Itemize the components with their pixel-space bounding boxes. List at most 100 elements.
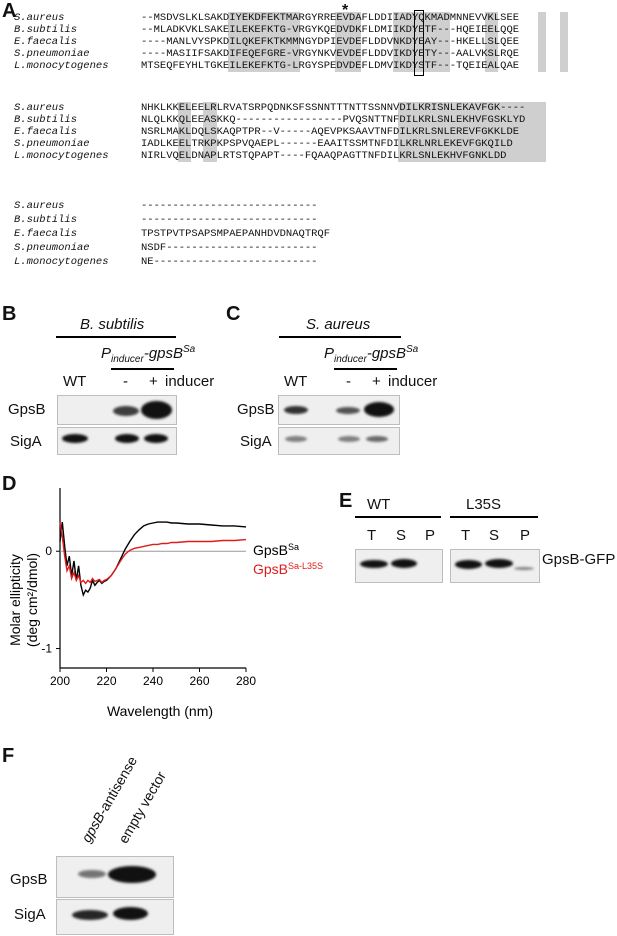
band (113, 406, 139, 416)
band (115, 434, 139, 443)
panel-label-d: D (2, 473, 17, 495)
y-tick-label: -1 (41, 642, 52, 656)
alignment: S.aureus --MSDVSLKLSAKDIYEKDFEKTMARGYRREE… (0, 0, 617, 290)
protein-label: GpsB-GFP (542, 551, 616, 568)
x-tick-label: 240 (143, 674, 163, 688)
species-name: B.subtilis (14, 24, 78, 36)
sequence: NHKLKKELEELRLRVATSRPQDNKSFSSNNTTTNTTSSNN… (141, 102, 526, 114)
panel-label-b: B (2, 303, 17, 325)
row-label-gpsb: GpsB (8, 401, 46, 418)
row-label-siga: SigA (10, 433, 42, 450)
cd-spectrum-chart: 200 220 240 260 280 -1 0 Wavelength (nm) Molar… (7, 488, 323, 719)
sequence: IADLKEELTRKPKPSPVQAEPL------EAAITSSMTNFD… (141, 138, 513, 150)
lane-label: T (461, 527, 471, 544)
row-label-gpsb: GpsB (10, 871, 48, 888)
lane-plus: + (372, 373, 381, 390)
lane-label: T (367, 527, 377, 544)
band (141, 401, 172, 419)
band (366, 436, 388, 442)
group-label-wt: WT (367, 496, 391, 513)
species-name: S.pneumoniae (14, 48, 90, 60)
sequence: ----MANLVYSPKDILQKEFKTKMMNGYDPIEVDEFLDDV… (141, 36, 520, 48)
band (360, 560, 388, 568)
species-name: S.aureus (14, 200, 65, 212)
species-title: B. subtilis (80, 316, 145, 333)
band (144, 434, 168, 443)
lane-minus: - (346, 373, 351, 390)
sequence: ---------------------------- (141, 200, 318, 212)
bracket-line (56, 336, 176, 338)
band (113, 907, 148, 920)
species-name: S.pneumoniae (14, 138, 90, 150)
lane-plus: + (149, 373, 158, 390)
species-name: E.faecalis (14, 228, 78, 240)
panel-label-a: A (2, 0, 17, 22)
species-name: S.aureus (14, 12, 65, 24)
sequence: MTSEQFEYHLTGKEILEKEFKTG-LRGYSPEDVDEFLDMV… (141, 60, 520, 72)
band (285, 436, 307, 442)
sequence: ---------------------------- (141, 214, 318, 226)
lane-wt: WT (284, 373, 308, 390)
group-label-l35s: L35S (466, 496, 502, 513)
x-tick-label: 220 (96, 674, 116, 688)
x-tick-label: 260 (189, 674, 209, 688)
band (72, 910, 108, 920)
band (62, 434, 88, 443)
band (364, 402, 394, 417)
species-name: S.pneumoniae (14, 242, 90, 254)
sequence: NIRLVQELDNAPLRTSTQPAPT----FQAAQPAGTTNFDI… (141, 150, 507, 162)
band (485, 559, 513, 568)
sequence: NE-------------------------- (141, 256, 318, 268)
species-name: E.faecalis (14, 126, 78, 138)
lane-minus: - (123, 373, 128, 390)
band (455, 560, 482, 569)
band (336, 407, 360, 414)
panel-label-e: E (339, 490, 353, 512)
row-label-gpsb: GpsB (237, 401, 275, 418)
group-line (450, 516, 538, 518)
star-marker: * (342, 2, 349, 19)
x-axis-label: Wavelength (nm) (107, 703, 213, 719)
panel-label-f: F (2, 745, 15, 767)
sequence: ----MASIIFSAKDIFEQEFGRE-VRGYNKVEVDEFLDDV… (141, 48, 520, 60)
y-axis-label-unit: (deg cm²/dmol) (24, 553, 40, 647)
row-label-siga: SigA (240, 433, 272, 450)
sequence: --MSDVSLKLSAKDIYEKDFEKTMARGYRREEVDAFLDDI… (141, 12, 520, 24)
sequence: NSDF------------------------ (141, 242, 318, 254)
lane-label: P (425, 527, 436, 544)
construct-line (111, 368, 174, 370)
band (78, 870, 106, 878)
group-line (355, 516, 441, 518)
band (514, 567, 534, 570)
construct-label: Pinducer-gpsBSa (324, 344, 419, 365)
species-name: L.monocytogenes (14, 256, 109, 268)
lane-inducer: inducer (388, 373, 438, 390)
band (391, 559, 417, 568)
species-name: B.subtilis (14, 114, 78, 126)
legend-entry-mutant: GpsBSa-L35S (253, 561, 323, 577)
sequence: TPSTPVTPSAPSMPAEPANHDVDNAQTRQF (141, 228, 331, 240)
species-name: L.monocytogenes (14, 150, 109, 162)
lane-label: P (520, 527, 531, 544)
band (338, 436, 360, 442)
construct-label: Pinducer-gpsBSa (101, 344, 196, 365)
lane-label: S (396, 527, 407, 544)
legend-entry-wt: GpsBSa (253, 542, 299, 558)
species-name: E.faecalis (14, 36, 78, 48)
bracket-line (279, 336, 401, 338)
band (108, 866, 156, 883)
x-tick-label: 280 (236, 674, 256, 688)
panel-label-c: C (226, 303, 241, 325)
sequence: NSRLMAKLDQLSKAQPTPR--V-----AQEVPKSAAVTNF… (141, 126, 520, 138)
sequence: --MLADKVKLSAKEILEKEFKTG-VRGYKQEDVDKFLDMI… (141, 24, 520, 36)
band (284, 406, 308, 414)
lane-wt: WT (63, 373, 87, 390)
sequence: NLQLKKQLEEASKKQ-----------------PVQSNTTN… (141, 114, 526, 126)
x-tick-label: 200 (50, 674, 70, 688)
species-name: S.aureus (14, 102, 65, 114)
construct-line (334, 368, 397, 370)
y-tick-label: 0 (45, 544, 52, 558)
series-line-1 (59, 521, 247, 585)
y-axis-label: Molar ellipticity (7, 554, 23, 646)
lane-label: S (489, 527, 500, 544)
